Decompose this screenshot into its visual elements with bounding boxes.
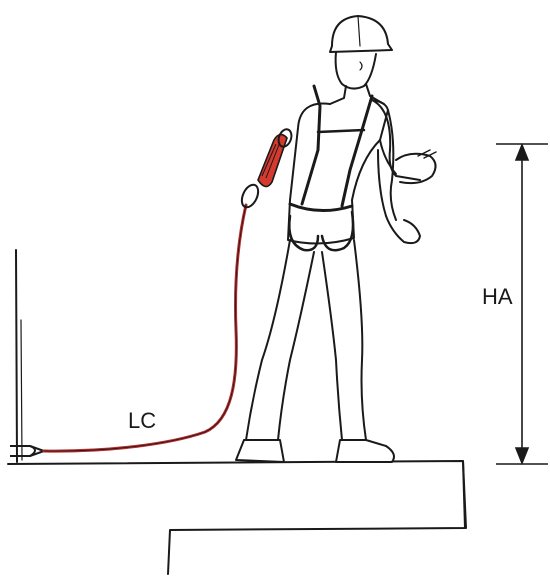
energy-absorber xyxy=(258,134,287,186)
arrow-down xyxy=(516,448,528,463)
harness-chest-strap xyxy=(318,130,364,132)
harness-strap-right xyxy=(342,96,372,206)
leg-left xyxy=(246,240,290,440)
boot-left xyxy=(236,440,284,462)
label-lanyard: LC xyxy=(128,408,156,433)
label-anchor-height: HA xyxy=(482,284,513,309)
hard-hat xyxy=(330,16,392,52)
anchor-connector xyxy=(10,446,44,456)
anchor-post-inner xyxy=(21,320,22,460)
leg-right xyxy=(322,252,342,440)
worker xyxy=(236,16,436,462)
harness-leg-loop-right xyxy=(322,212,353,250)
head xyxy=(336,52,376,89)
anchor-post xyxy=(16,250,17,462)
torso xyxy=(288,100,388,244)
platform-slab xyxy=(8,461,465,574)
hand-left xyxy=(386,216,420,243)
harness-leg-loop-left xyxy=(289,216,318,250)
boot-right xyxy=(336,440,394,462)
arrow-up xyxy=(516,145,528,160)
lanyard-snap-hook-lower xyxy=(239,182,262,210)
